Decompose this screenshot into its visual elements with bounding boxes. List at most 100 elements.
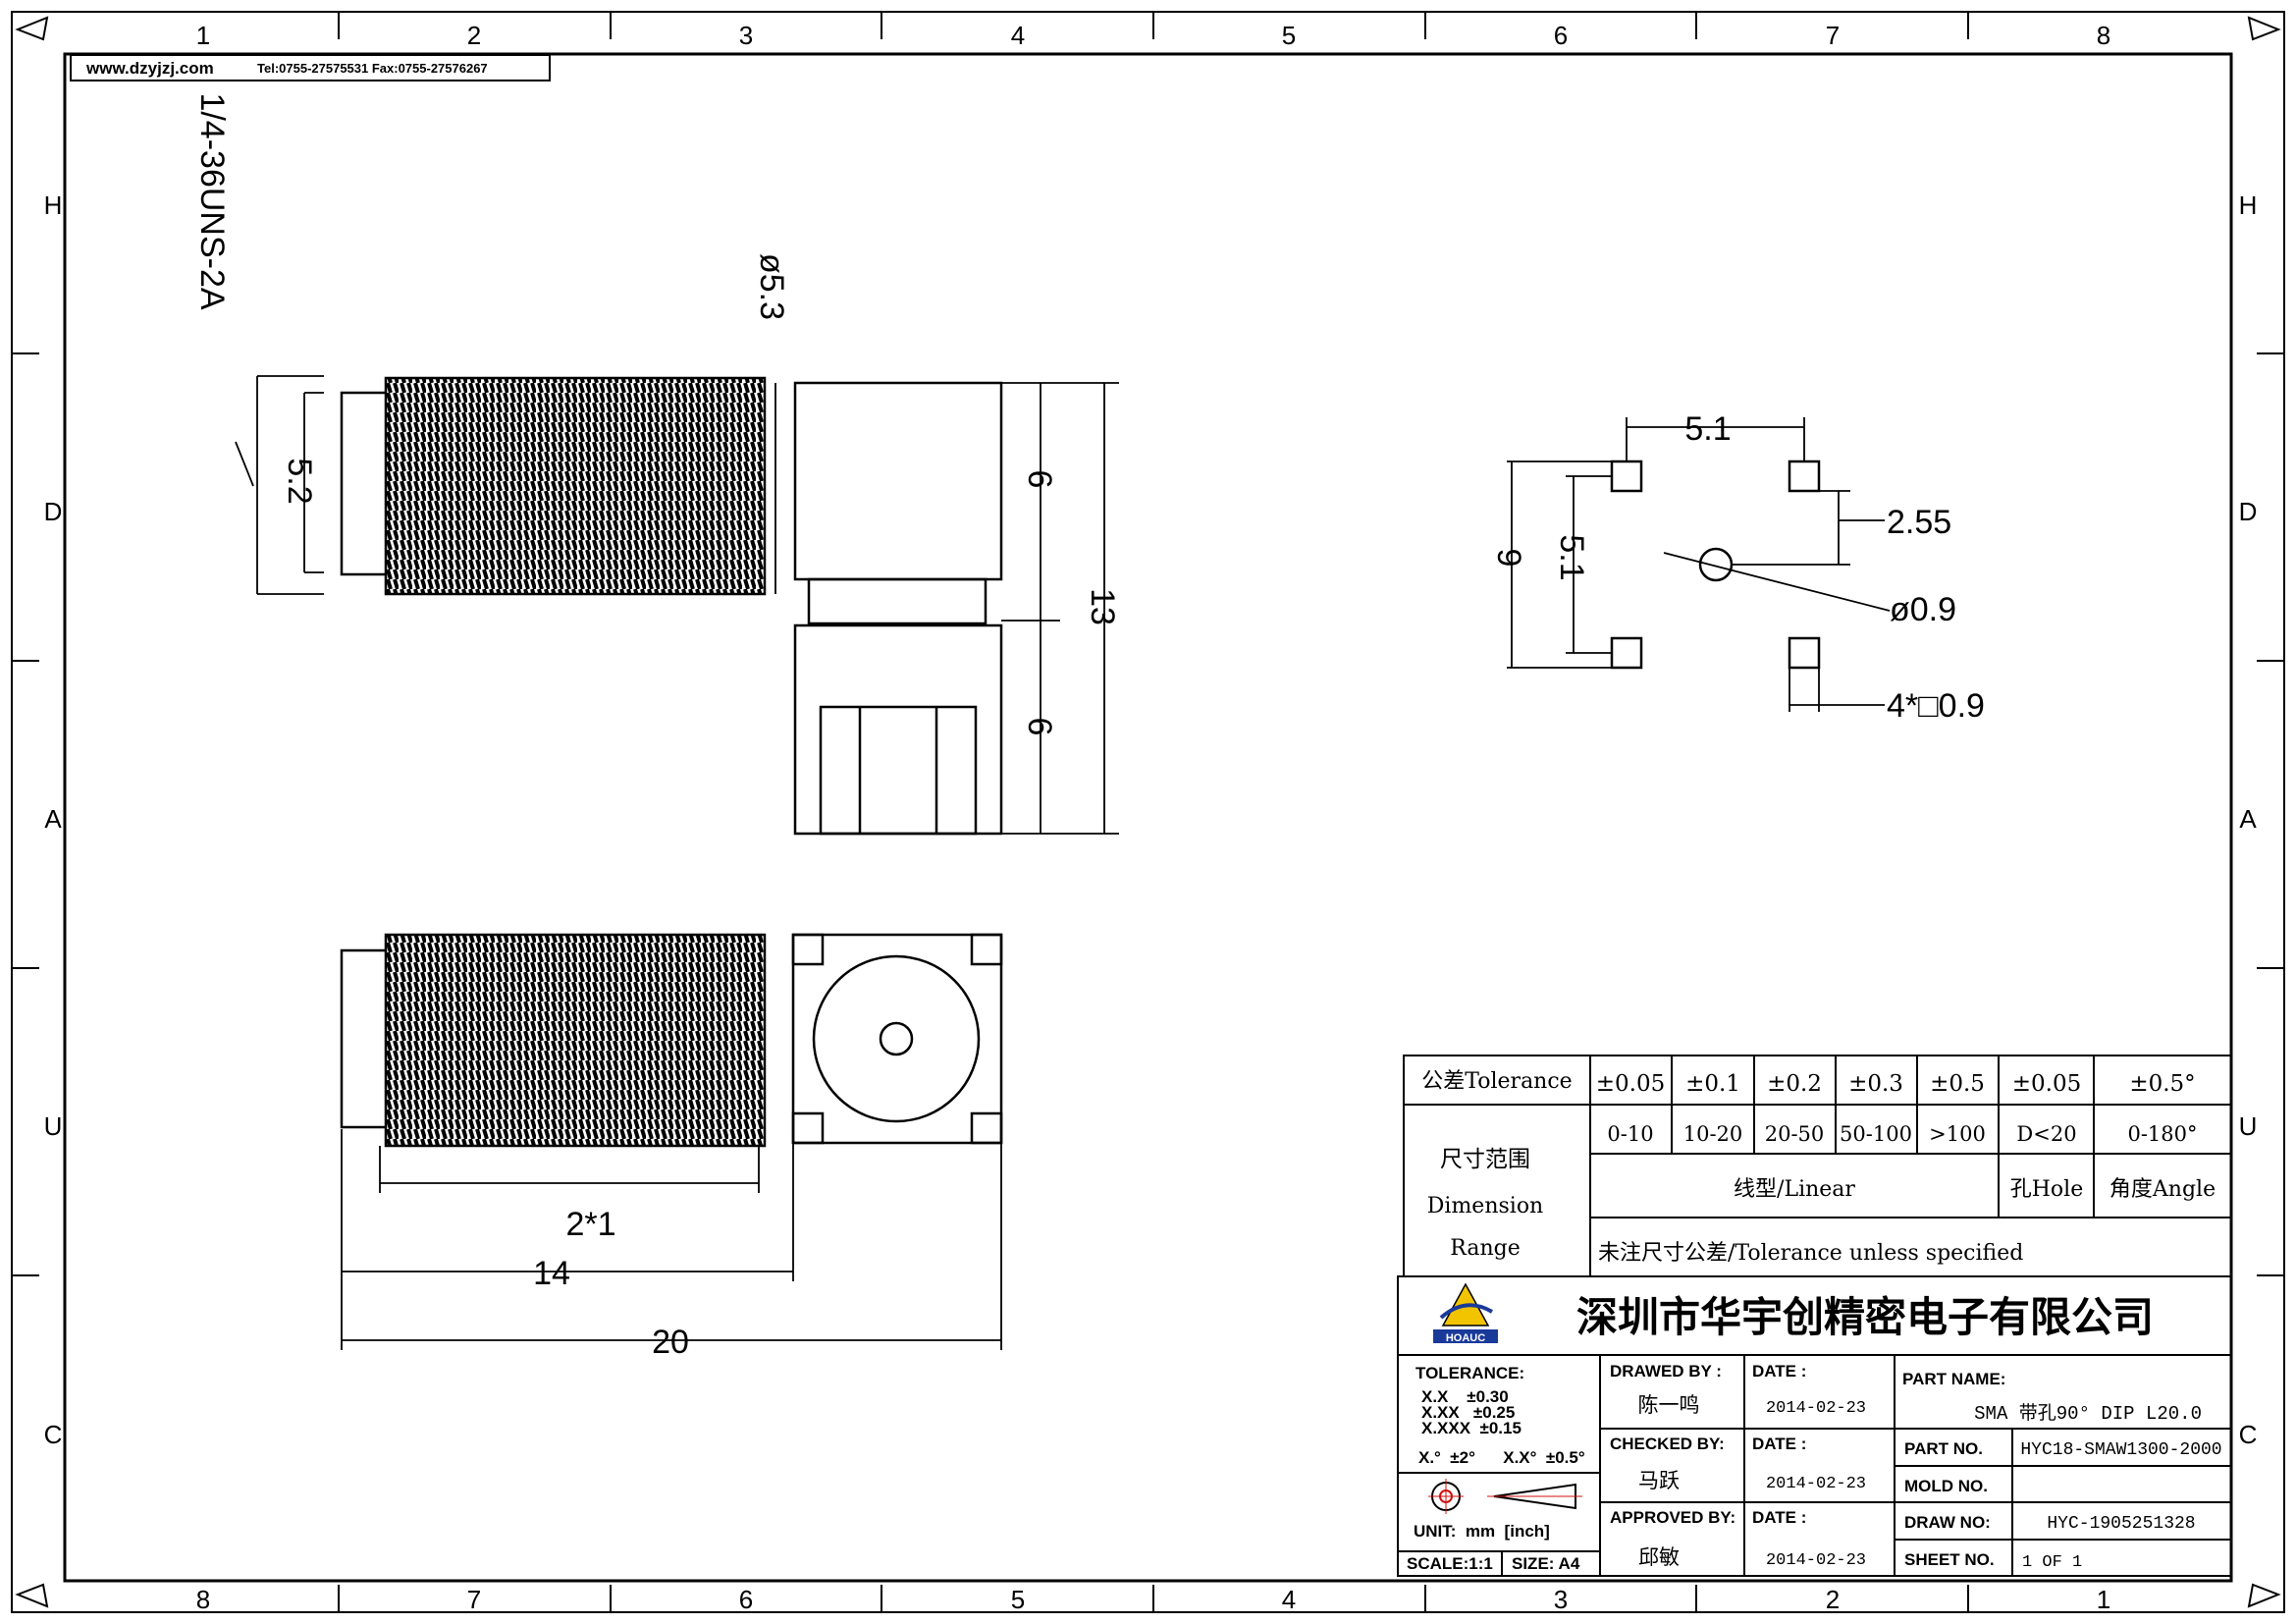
- zone-label: 1: [2097, 1585, 2110, 1614]
- zone-label: U: [2239, 1111, 2258, 1141]
- header-strip: www.dzyjzj.com Tel:0755-27575531 Fax:075…: [70, 54, 551, 81]
- range-value: 0-10: [1607, 1122, 1653, 1146]
- range-label-en1: Dimension: [1427, 1194, 1543, 1218]
- zone-ticks: [12, 12, 2284, 1612]
- pcb-dimensions: [1507, 417, 1891, 712]
- zone-label: C: [2239, 1420, 2258, 1449]
- draw-no-label: DRAW NO:: [1904, 1513, 1991, 1532]
- zone-label: U: [44, 1111, 63, 1141]
- pcb-square-label: 4*□0.9: [1887, 687, 1985, 725]
- zone-label: A: [44, 804, 62, 834]
- dim-5-3-label: ø5.3: [753, 253, 790, 320]
- dim-5-2-label: 5.2: [281, 458, 318, 504]
- tol-line: X.X ±0.30: [1421, 1387, 1509, 1406]
- tolerance-header-label: 公差Tolerance: [1421, 1069, 1572, 1094]
- tol-value: ±0.1: [1685, 1071, 1740, 1097]
- range-value: D<20: [2016, 1122, 2076, 1146]
- zone-label: D: [2239, 497, 2258, 526]
- range-value: 0-180°: [2127, 1122, 2197, 1146]
- unit-label: UNIT: mm [inch]: [1414, 1522, 1550, 1541]
- pcb-hole-label: ø0.9: [1890, 591, 1956, 628]
- zone-label: H: [2239, 190, 2258, 220]
- zone-label: 3: [739, 21, 753, 50]
- part-name-label: PART NAME:: [1902, 1370, 2005, 1388]
- part-name-value: SMA 带孔90° DIP L20.0: [1974, 1402, 2202, 1425]
- date-label: DATE :: [1752, 1508, 1806, 1527]
- zone-label: 4: [1011, 21, 1025, 50]
- bottom-view-connector: [340, 933, 1003, 1148]
- dim-13-label: 13: [1084, 588, 1121, 625]
- date-drawn: 2014-02-23: [1766, 1399, 1866, 1418]
- tol-angle-line: X.° ±2° X.X° ±0.5°: [1418, 1448, 1585, 1467]
- bottom-view-labels: 2*1 14 20: [533, 1206, 689, 1361]
- range-label-en2: Range: [1450, 1236, 1520, 1261]
- logo-text: HOAUC: [1446, 1332, 1485, 1344]
- angle-label: 角度Angle: [2109, 1177, 2216, 1202]
- thread-spec-label: 1/4-36UNS-2A: [193, 92, 231, 309]
- date-label: DATE :: [1752, 1362, 1806, 1380]
- zone-label: 5: [1282, 21, 1296, 50]
- tolerance-table-text: 公差Tolerance ±0.05 ±0.1 ±0.2 ±0.3 ±0.5 ±0…: [1421, 1069, 2216, 1266]
- date-label: DATE :: [1752, 1435, 1806, 1453]
- tolerance-table: [1403, 1055, 2232, 1277]
- dim-6-top-label: 6: [1021, 470, 1058, 489]
- zone-label: 6: [1554, 21, 1568, 50]
- zone-label: 8: [196, 1585, 210, 1614]
- zone-label: 4: [1282, 1585, 1296, 1614]
- company-logo: HOAUC: [1433, 1282, 1498, 1344]
- zone-label: H: [44, 190, 63, 220]
- zone-label: C: [44, 1420, 63, 1449]
- zone-label: 2: [467, 21, 481, 50]
- date-checked: 2014-02-23: [1766, 1475, 1866, 1493]
- dim-14-label: 14: [533, 1255, 570, 1292]
- size-label: SIZE: A4: [1512, 1554, 1580, 1573]
- tol-value: ±0.3: [1848, 1071, 1903, 1097]
- sheet-border: [11, 11, 2285, 1613]
- tol-value: ±0.05: [2012, 1071, 2081, 1097]
- hole-label: 孔Hole: [2010, 1177, 2084, 1202]
- sheet-no-label: SHEET NO.: [1904, 1550, 1995, 1569]
- date-approved: 2014-02-23: [1766, 1551, 1866, 1570]
- company-name: 深圳市华宇创精密电子有限公司: [1576, 1293, 2154, 1341]
- draw-no-value: HYC-1905251328: [2047, 1514, 2195, 1534]
- drawn-by-name: 陈一鸣: [1638, 1393, 1700, 1417]
- zone-label: 7: [467, 1585, 481, 1614]
- zone-label: 3: [1554, 1585, 1568, 1614]
- tol-value: ±0.5°: [2129, 1071, 2195, 1097]
- zone-labels-top: 1 2 3 4 5 6 7 8: [196, 21, 2110, 50]
- linear-label: 线型/Linear: [1734, 1177, 1855, 1202]
- tol-value: ±0.5: [1930, 1071, 1985, 1097]
- tol-line: X.XXX ±0.15: [1421, 1419, 1522, 1437]
- contact-text: Tel:0755-27575531 Fax:0755-27576267: [257, 61, 488, 76]
- approved-by-name: 邱敏: [1638, 1545, 1680, 1569]
- zone-label: 6: [739, 1585, 753, 1614]
- bottom-view-dimensions: [341, 1129, 1002, 1350]
- zone-labels-left: H D A U C: [44, 190, 63, 1449]
- zone-labels-right: H D A U C: [2239, 190, 2258, 1449]
- range-value: >100: [1929, 1122, 1986, 1146]
- tolerance-title: TOLERANCE:: [1415, 1364, 1524, 1382]
- part-no-value: HYC18-SMAW1300-2000: [2020, 1440, 2221, 1460]
- approval-block: DRAWED BY : 陈一鸣 CHECKED BY: 马跃 APPROVED …: [1610, 1362, 1866, 1570]
- pcb-labels: 5.1 5.1 9 2.55 ø0.9 4*□0.9: [1490, 410, 1985, 725]
- approved-by-label: APPROVED BY:: [1610, 1508, 1735, 1527]
- scale-label: SCALE:1:1: [1407, 1554, 1493, 1573]
- range-value: 20-50: [1765, 1122, 1825, 1146]
- tol-value: ±0.2: [1767, 1071, 1822, 1097]
- range-value: 50-100: [1840, 1122, 1912, 1146]
- zone-label: 5: [1011, 1585, 1025, 1614]
- zone-label: 8: [2097, 21, 2110, 50]
- dim-2x1-label: 2*1: [565, 1206, 615, 1243]
- side-view-labels: 1/4-36UNS-2A 5.2 ø5.3 6 6 13: [193, 92, 1121, 735]
- pcb-dim-5-1-h-label: 5.1: [1684, 410, 1731, 448]
- zone-label: 7: [1826, 21, 1840, 50]
- dim-6-bottom-label: 6: [1021, 718, 1058, 736]
- zone-label: 2: [1826, 1585, 1840, 1614]
- zone-label: D: [44, 497, 63, 526]
- zone-labels-bottom: 8 7 6 5 4 3 2 1: [196, 1585, 2110, 1614]
- title-block: [1397, 1275, 2232, 1577]
- projection-symbol-icon: [1428, 1479, 1582, 1514]
- range-label-cn: 尺寸范围: [1440, 1147, 1530, 1172]
- part-info-block: PART NAME: SMA 带孔90° DIP L20.0 PART NO. …: [1902, 1370, 2222, 1572]
- pcb-dim-2-55-label: 2.55: [1887, 504, 1951, 541]
